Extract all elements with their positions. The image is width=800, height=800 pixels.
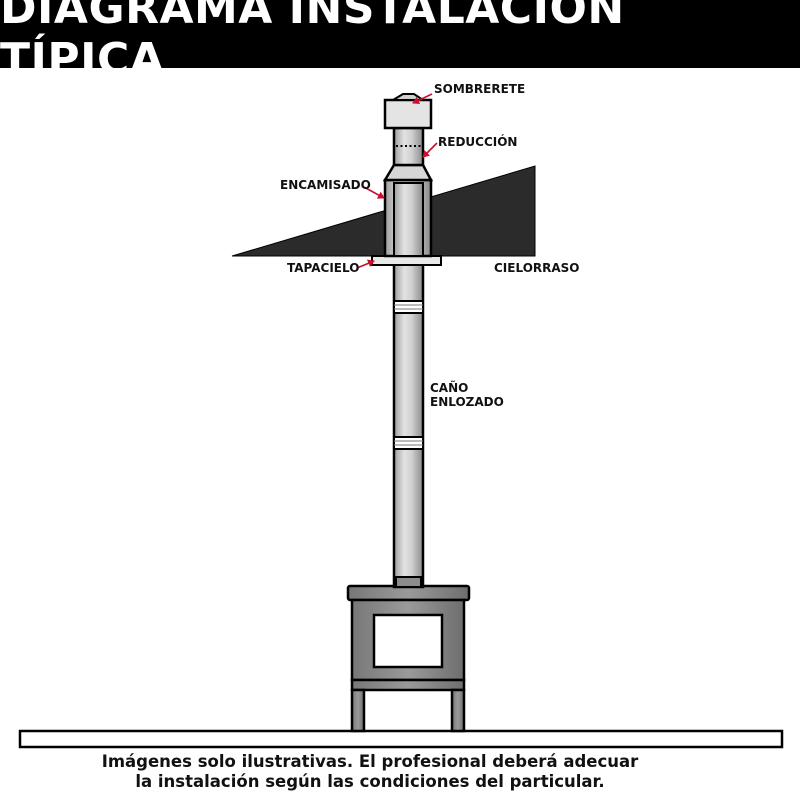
arrow-tapacielo	[356, 259, 375, 269]
installation-diagram: SOMBRERETE REDUCCIÓN ENCAMISADO TAPACIEL…	[18, 82, 784, 749]
label-cano: CAÑO	[430, 380, 468, 395]
arrow-sombrerete	[412, 93, 433, 105]
label-reduccion: REDUCCIÓN	[438, 134, 517, 149]
label-tapacielo: TAPACIELO	[287, 261, 359, 275]
disclaimer-caption: Imágenes solo ilustrativas. El profesion…	[0, 752, 740, 792]
label-encamisado: ENCAMISADO	[280, 178, 371, 192]
stove	[346, 584, 471, 733]
caption-line-2: la instalación según las condiciones del…	[135, 772, 605, 791]
arrow-reduccion	[422, 142, 438, 158]
reduction-section	[392, 126, 425, 167]
chimney-cap	[383, 93, 433, 130]
label-cielorraso: CIELORRASO	[494, 261, 580, 275]
arrow-encamisado	[363, 186, 385, 199]
ceiling-plate	[371, 255, 442, 266]
label-sombrerete: SOMBRERETE	[434, 82, 525, 96]
floor-slab	[18, 729, 784, 749]
roof-section	[231, 165, 536, 257]
flue-pipe	[392, 254, 425, 589]
caption-line-1: Imágenes solo ilustrativas. El profesion…	[101, 752, 639, 771]
diagram-title: DIAGRAMA INSTALACIÓN TÍPICA	[0, 0, 800, 85]
encasing-sleeve	[382, 163, 434, 258]
label-enlozado: ENLOZADO	[430, 395, 504, 409]
